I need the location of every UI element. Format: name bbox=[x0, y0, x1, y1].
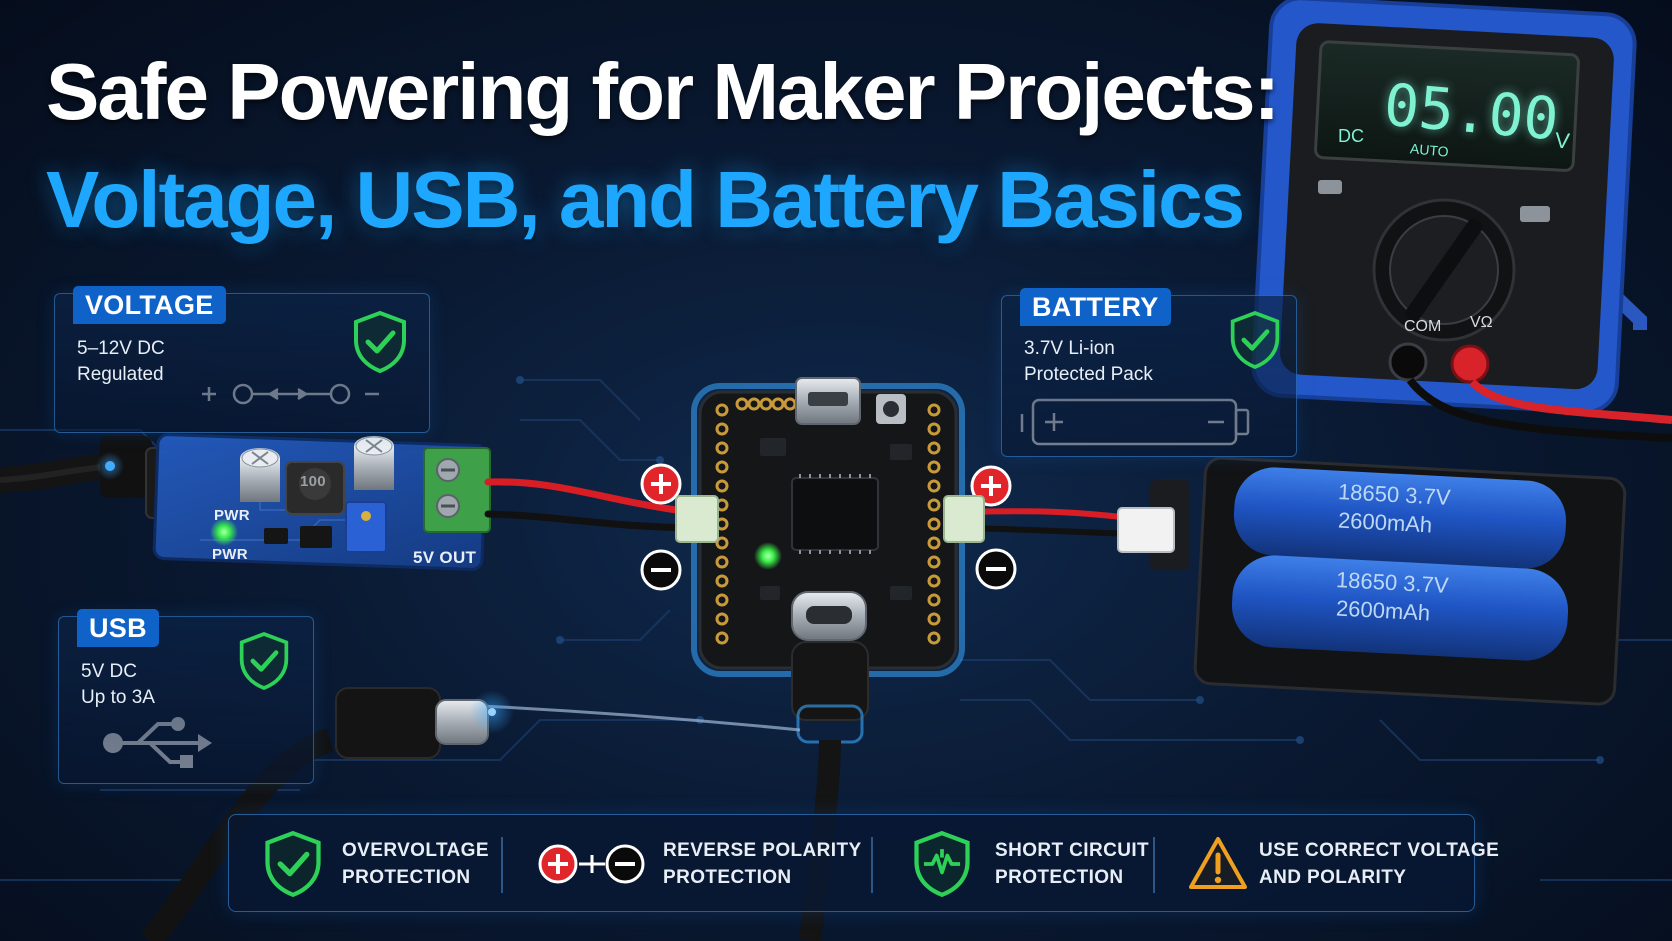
pin-hole bbox=[771, 397, 785, 411]
screw-terminal bbox=[423, 447, 491, 533]
pin-hole bbox=[715, 631, 729, 645]
battery-cell bbox=[1233, 467, 1567, 569]
pin-hole bbox=[715, 403, 729, 417]
pin-hole bbox=[927, 536, 941, 550]
shield-fuse-icon bbox=[914, 830, 970, 898]
pin-hole bbox=[715, 422, 729, 436]
pin-hole bbox=[927, 593, 941, 607]
headline-line-1: Safe Powering for Maker Projects: bbox=[46, 47, 1280, 136]
shield-check-icon bbox=[239, 632, 289, 690]
pin-hole bbox=[927, 555, 941, 569]
pin-hole bbox=[715, 460, 729, 474]
ic-chip bbox=[264, 528, 288, 544]
pin-hole bbox=[927, 479, 941, 493]
pin-hole bbox=[927, 574, 941, 588]
pwr-label: PWR bbox=[212, 546, 248, 563]
pin-hole bbox=[715, 612, 729, 626]
safety-feature-bar: OVERVOLTAGE PROTECTION REVERSE POLARITY … bbox=[228, 814, 1499, 912]
status-led bbox=[754, 542, 782, 570]
pin-hole bbox=[715, 593, 729, 607]
inductor-label: 100 bbox=[300, 473, 326, 490]
battery-wires bbox=[967, 508, 1133, 537]
trimmer-potentiometer bbox=[345, 501, 387, 553]
usb-current: Up to 3A bbox=[81, 687, 155, 708]
regulator-output-wires bbox=[484, 478, 694, 532]
voltage-card-tag: VOLTAGE bbox=[73, 286, 226, 324]
battery-cell bbox=[1231, 555, 1569, 661]
usb-voltage: 5V DC bbox=[81, 661, 137, 682]
pin-hole bbox=[747, 397, 761, 411]
battery-card: BATTERY 3.7V Li-ion Protected Pack bbox=[1001, 288, 1297, 457]
shield-check-icon bbox=[265, 830, 321, 898]
ic-chip bbox=[300, 526, 332, 548]
pin-hole bbox=[927, 441, 941, 455]
feature-correct-voltage: USE CORRECT VOLTAGE AND POLARITY bbox=[1259, 840, 1500, 888]
shield-check-icon bbox=[1230, 311, 1280, 369]
multimeter-unit: V bbox=[1553, 127, 1571, 154]
pin-hole bbox=[715, 536, 729, 550]
voltage-regulator-board bbox=[152, 433, 491, 571]
negative-marker-right bbox=[975, 548, 1017, 590]
multimeter-mode: DC bbox=[1338, 126, 1364, 146]
battery-type: Protected Pack bbox=[1024, 364, 1153, 385]
capacitor bbox=[354, 436, 394, 490]
multimeter bbox=[1251, 0, 1672, 442]
pin-hole bbox=[715, 574, 729, 588]
pin-hole bbox=[927, 631, 941, 645]
feature-short-circuit: SHORT CIRCUIT PROTECTION bbox=[995, 840, 1150, 888]
battery-holder bbox=[1117, 456, 1627, 706]
microcontroller-board bbox=[675, 377, 985, 677]
pwr-label: PWR bbox=[214, 507, 250, 524]
voltage-card: VOLTAGE 5–12V DC Regulated bbox=[54, 286, 430, 433]
mcu-chip bbox=[791, 477, 879, 551]
pin-hole bbox=[927, 403, 941, 417]
power-led bbox=[210, 518, 238, 546]
pin-hole bbox=[927, 460, 941, 474]
usb-card-tag: USB bbox=[77, 609, 159, 647]
jst-connector-left bbox=[675, 495, 719, 543]
battery-cell-capacity: 2600mAh bbox=[1337, 507, 1433, 538]
pin-hole bbox=[735, 397, 749, 411]
pin-hole bbox=[759, 397, 773, 411]
headline-line-2: Voltage, USB, and Battery Basics bbox=[46, 155, 1245, 244]
pin-hole bbox=[927, 422, 941, 436]
multimeter-com-label: COM bbox=[1404, 318, 1442, 335]
pin-hole bbox=[715, 479, 729, 493]
pin-hole bbox=[715, 555, 729, 569]
shield-check-icon bbox=[354, 310, 406, 374]
pin-hole bbox=[715, 441, 729, 455]
divider bbox=[1153, 837, 1155, 893]
negative-marker-left bbox=[640, 549, 682, 591]
jst-connector-right bbox=[943, 495, 985, 543]
multimeter-vo-label: VΩ bbox=[1470, 314, 1493, 331]
divider bbox=[501, 837, 503, 893]
voltage-spec: 5–12V DC bbox=[77, 338, 165, 359]
voltage-regulated: Regulated bbox=[77, 364, 164, 385]
divider bbox=[871, 837, 873, 893]
battery-voltage: 3.7V Li-ion bbox=[1024, 338, 1115, 359]
polarity-icon bbox=[538, 844, 645, 884]
battery-cell-capacity: 2600mAh bbox=[1335, 595, 1431, 626]
battery-jst-connector bbox=[1117, 507, 1175, 553]
pin-hole bbox=[927, 517, 941, 531]
capacitor bbox=[240, 448, 280, 502]
pin-hole bbox=[927, 498, 941, 512]
feature-reverse-polarity: REVERSE POLARITY PROTECTION bbox=[663, 840, 862, 888]
regulator-output-label: 5V OUT bbox=[413, 548, 477, 567]
usb-card: USB 5V DC Up to 3A bbox=[58, 609, 314, 784]
feature-overvoltage: OVERVOLTAGE PROTECTION bbox=[342, 840, 489, 888]
warning-icon bbox=[1189, 837, 1247, 889]
multimeter-range: AUTO bbox=[1409, 140, 1450, 160]
pin-hole bbox=[927, 612, 941, 626]
inductor bbox=[285, 461, 345, 515]
battery-card-tag: BATTERY bbox=[1020, 288, 1171, 326]
positive-marker-left bbox=[640, 463, 682, 505]
